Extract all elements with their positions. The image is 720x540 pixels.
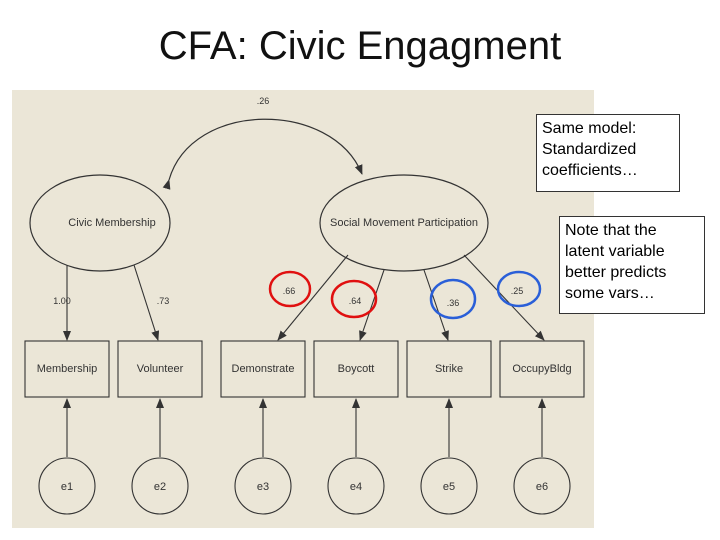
callout-latent-predicts: Note that the latent variable better pre… bbox=[559, 216, 705, 314]
error-e3-label: e3 bbox=[257, 481, 269, 493]
callout-standardized: Same model: Standardized coefficients… bbox=[536, 114, 680, 192]
path-diagram-panel: .26 Civic Membership Social Movement Par… bbox=[12, 90, 594, 528]
latent-civic-membership-label: Civic Membership bbox=[68, 217, 155, 229]
error-e5-label: e5 bbox=[443, 481, 455, 493]
latent-civic-membership bbox=[29, 174, 171, 272]
loading-label-volunteer: .73 bbox=[157, 296, 170, 306]
observed-occupy-label: OccupyBldg bbox=[512, 363, 571, 375]
error-e2 bbox=[131, 457, 189, 515]
error-e1-label: e1 bbox=[61, 481, 73, 493]
error-e6-label: e6 bbox=[536, 481, 548, 493]
observed-volunteer bbox=[117, 340, 203, 398]
observed-membership-label: Membership bbox=[37, 363, 98, 375]
latent-social-movement-label: Social Movement Participation bbox=[330, 217, 478, 229]
highlight-circle-boycott bbox=[330, 279, 378, 319]
observed-strike bbox=[406, 340, 492, 398]
covariance-label: .26 bbox=[257, 96, 270, 106]
loading-label-boycott: .64 bbox=[349, 296, 362, 306]
observed-demonstrate bbox=[220, 340, 306, 398]
error-e1 bbox=[38, 457, 96, 515]
observed-demonstrate-label: Demonstrate bbox=[232, 363, 295, 375]
error-e6 bbox=[513, 457, 571, 515]
error-e4-label: e4 bbox=[350, 481, 362, 493]
loading-label-strike: .36 bbox=[447, 298, 460, 308]
highlight-circle-demonstrate bbox=[268, 270, 312, 308]
cfa-path-diagram: .26 Civic Membership Social Movement Par… bbox=[24, 96, 585, 515]
error-e3 bbox=[234, 457, 292, 515]
loading-arrow-occupy bbox=[463, 254, 545, 341]
highlight-circle-strike bbox=[429, 278, 477, 320]
observed-membership bbox=[24, 340, 110, 398]
loading-arrow-demonstrate bbox=[277, 254, 349, 341]
loading-label-occupy: .25 bbox=[511, 286, 524, 296]
covariance-arc bbox=[162, 118, 363, 190]
latent-social-movement bbox=[319, 174, 489, 272]
loading-label-membership: 1.00 bbox=[53, 296, 71, 306]
loading-arrow-volunteer bbox=[133, 264, 160, 341]
loading-label-demonstrate: .66 bbox=[283, 286, 296, 296]
error-e5 bbox=[420, 457, 478, 515]
observed-boycott-label: Boycott bbox=[338, 363, 375, 375]
loading-arrow-boycott bbox=[359, 269, 385, 341]
slide-title: CFA: Civic Engagment bbox=[158, 24, 562, 68]
error-e2-label: e2 bbox=[154, 481, 166, 493]
loading-arrow-strike bbox=[423, 269, 449, 341]
error-e4 bbox=[327, 457, 385, 515]
observed-occupy bbox=[499, 340, 585, 398]
observed-boycott bbox=[313, 340, 399, 398]
observed-strike-label: Strike bbox=[435, 363, 463, 375]
observed-volunteer-label: Volunteer bbox=[137, 363, 184, 375]
highlight-circle-occupy bbox=[496, 270, 542, 308]
